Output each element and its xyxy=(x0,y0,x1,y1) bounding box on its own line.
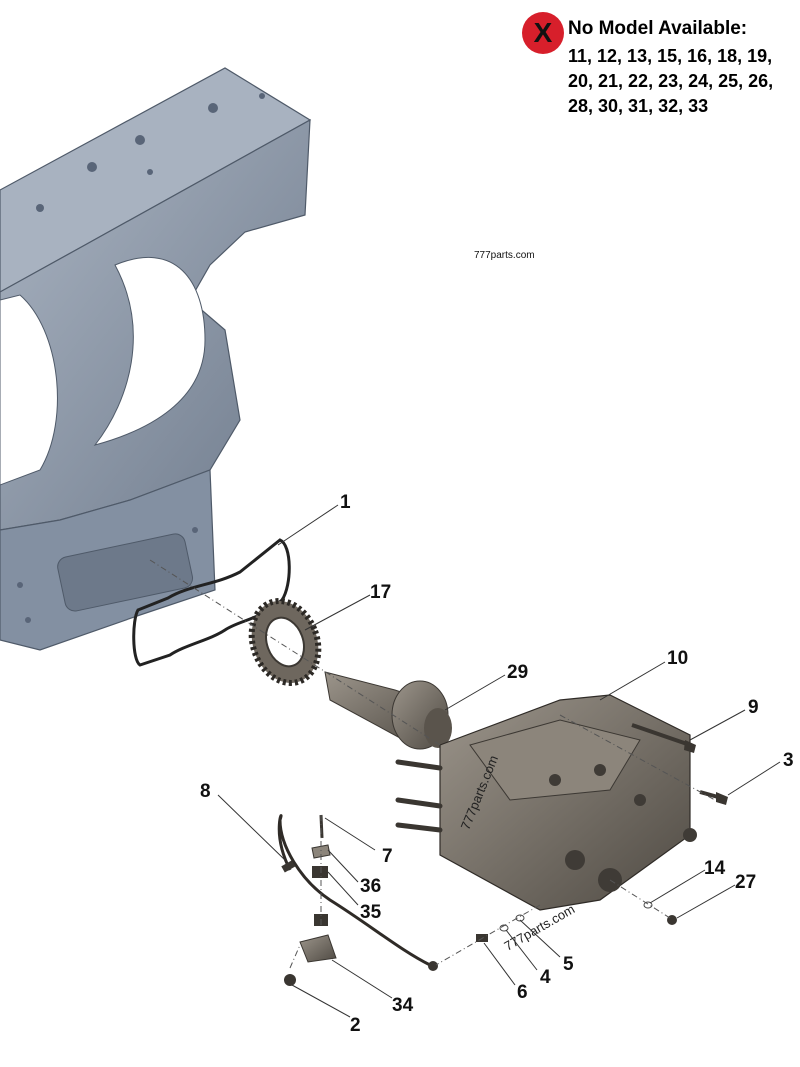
leader-lines xyxy=(217,504,781,1018)
callout-8: 8 xyxy=(200,781,211,802)
camshaft xyxy=(324,671,452,750)
note-parts-list: 11, 12, 13, 15, 16, 18, 19, 20, 21, 22, … xyxy=(568,46,774,116)
callout-4: 4 xyxy=(540,967,551,988)
clip-35 xyxy=(312,866,328,878)
washer-5 xyxy=(515,914,525,922)
bolt-9 xyxy=(631,723,696,753)
washer-4 xyxy=(499,924,509,932)
bolt-2 xyxy=(284,974,296,986)
callout-27: 27 xyxy=(735,872,756,893)
callout-2: 2 xyxy=(350,1015,361,1036)
callout-7: 7 xyxy=(382,846,393,867)
callout-10: 10 xyxy=(667,648,688,669)
gear xyxy=(248,598,322,686)
bracket-34 xyxy=(299,934,337,963)
washer-14 xyxy=(643,901,653,909)
callout-labels: 1 17 29 10 9 3 8 7 36 35 14 27 5 4 6 34 … xyxy=(200,492,794,1036)
callout-17: 17 xyxy=(370,582,391,603)
clip-36 xyxy=(311,844,331,859)
callout-35: 35 xyxy=(360,902,382,923)
sensor-cable xyxy=(277,814,438,971)
no-model-x-icon: X xyxy=(522,12,564,54)
callout-3: 3 xyxy=(783,750,794,771)
callout-6: 6 xyxy=(517,982,528,1003)
note-title: No Model Available: xyxy=(568,18,748,39)
callout-29: 29 xyxy=(507,662,528,683)
callout-5: 5 xyxy=(563,954,574,975)
engine-frame xyxy=(0,67,312,651)
callout-36: 36 xyxy=(360,876,381,897)
callout-1: 1 xyxy=(340,492,351,513)
callout-14: 14 xyxy=(704,858,726,879)
callout-9: 9 xyxy=(748,697,759,718)
watermark: 777parts.com xyxy=(474,250,535,261)
callout-34: 34 xyxy=(392,995,414,1016)
front-cover-housing xyxy=(395,694,697,911)
bolt-3 xyxy=(699,790,728,805)
assembly-lines xyxy=(149,559,716,969)
